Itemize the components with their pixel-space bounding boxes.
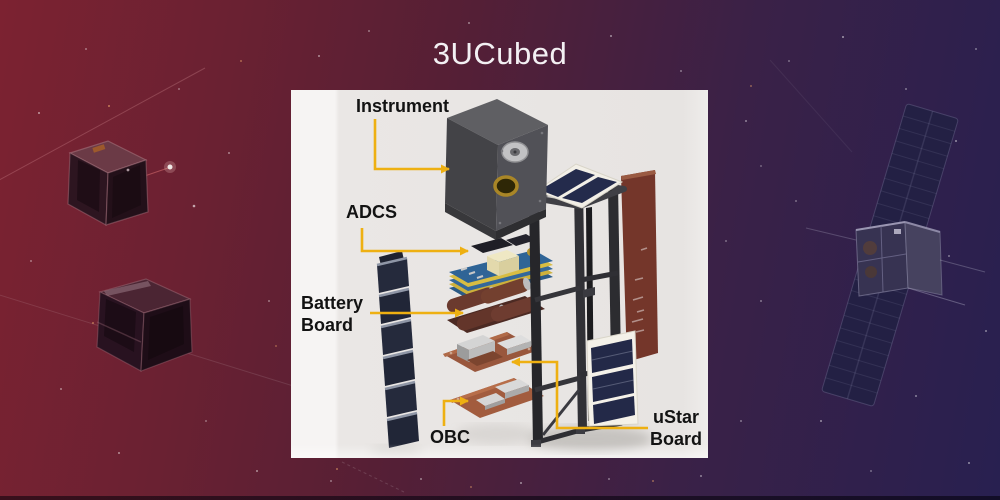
side-pcb-panel [621, 170, 658, 362]
annotation-arrows [360, 119, 648, 430]
bottom-solar-board [586, 330, 639, 427]
label-ustar-line2: Board [650, 429, 703, 449]
label-ustar-line1: uStar [652, 407, 699, 427]
ustar-board [443, 332, 539, 372]
ustar-board-arrow [511, 357, 648, 430]
label-battery-line1: Battery [301, 293, 364, 313]
obc-arrow [442, 396, 469, 426]
label-battery-line2: Board [301, 315, 354, 335]
page-title: 3UCubed [432, 36, 568, 71]
instrument-gold-aperture [493, 175, 519, 197]
solar-wing-satellite-right [805, 103, 986, 407]
solar-wings [821, 103, 959, 407]
orbit-line-1 [0, 67, 206, 181]
dim-star [192, 204, 196, 208]
satellite-body [805, 221, 986, 306]
cubesat-render-left-bottom [96, 278, 193, 372]
bottom-edge-shadow [0, 496, 1000, 500]
instrument-box [445, 99, 548, 240]
star-field-warm [0, 0, 2, 2]
bright-star-glow [164, 161, 176, 173]
side-solar-array [376, 251, 419, 448]
label-adcs: ADCS [346, 202, 398, 222]
adcs-arrow [360, 228, 469, 256]
label-obc: OBC [430, 427, 470, 447]
battery-pack [446, 277, 545, 333]
orbit-line-4 [769, 59, 853, 153]
cubesat-exploded-diagram [360, 99, 658, 457]
tether-line [126, 167, 169, 183]
cubesat-render-left-top [67, 140, 169, 226]
instrument-arrow [373, 119, 450, 174]
bright-star [167, 164, 173, 170]
obc-board [450, 378, 544, 418]
orbit-line-3 [341, 461, 405, 493]
top-solar-panel [534, 163, 624, 209]
adcs-board-stack [449, 234, 553, 299]
label-instrument: Instrument [356, 96, 450, 116]
